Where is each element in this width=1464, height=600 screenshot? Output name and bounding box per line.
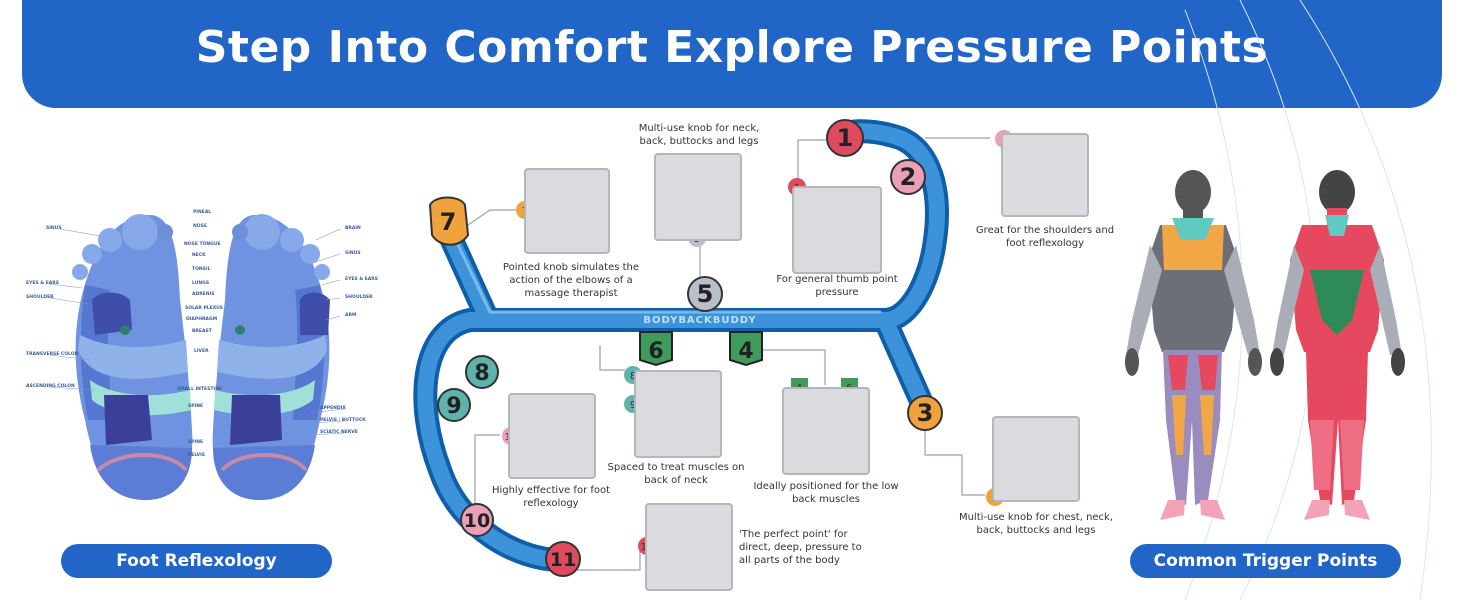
knob-number: 6	[648, 339, 663, 364]
knob-number: 2	[900, 163, 917, 191]
knob-number: 5	[697, 280, 714, 308]
knob-number: 9	[446, 394, 461, 419]
knob-number: 11	[550, 549, 576, 571]
foot-label: LIVER	[194, 349, 209, 354]
badge-number: 9	[630, 400, 636, 411]
foot-label: ARM	[345, 313, 357, 318]
knob-11-marker: 11	[545, 541, 581, 577]
foot-label: SPINE	[188, 440, 204, 445]
knob-9-marker: 9	[437, 388, 471, 422]
caption-knob-5: Multi-use knob for neck, back, buttocks …	[638, 123, 760, 147]
photo-knob-4-6	[782, 387, 870, 475]
knob-8-marker: 8	[465, 355, 499, 389]
foot-label: ASCENDING COLON	[26, 384, 75, 389]
photo-knob-10	[508, 393, 596, 479]
caption-knob-4-6: Ideally positioned for the low back musc…	[753, 481, 899, 505]
caption-knob-8-9: Spaced to treat muscles on back of neck	[607, 462, 745, 486]
foot-reflexology-illustration	[49, 214, 346, 500]
foot-label: DIAPHRAGM	[186, 317, 218, 322]
foot-label: SOLAR PLEXUS	[185, 306, 224, 311]
foot-label: NECK	[192, 253, 206, 258]
knob-7-marker: 7	[428, 196, 470, 246]
photo-knob-3	[992, 416, 1080, 502]
foot-label: SINUS	[46, 226, 62, 231]
knob-number: 1	[837, 124, 854, 152]
caption-knob-11: 'The perfect point' for direct, deep, pr…	[739, 529, 862, 566]
photo-knob-8-9	[634, 370, 722, 458]
header-banner: Step Into Comfort Explore Pressure Point…	[22, 0, 1442, 108]
knob-6-marker: 6	[639, 331, 673, 367]
foot-label: BREAST	[192, 329, 212, 334]
knob-number: 10	[464, 510, 490, 532]
knob-number: 7	[440, 208, 457, 236]
knob-number: 4	[738, 339, 753, 364]
back-buddy-tool	[413, 119, 949, 572]
knob-number: 3	[917, 399, 934, 427]
foot-label: TONSIL	[192, 267, 211, 272]
photo-knob-2	[1001, 133, 1089, 217]
knob-number: 8	[474, 361, 489, 386]
foot-label: APPENDIX	[320, 406, 346, 411]
page-title: Step Into Comfort Explore Pressure Point…	[195, 22, 1269, 73]
caption-knob-10: Highly effective for foot reflexology	[491, 485, 611, 509]
photo-knob-11	[645, 503, 733, 591]
foot-label: SCIATIC NERVE	[320, 430, 358, 435]
photo-knob-5	[654, 153, 742, 241]
caption-knob-2: Great for the shoulders and foot reflexo…	[975, 225, 1115, 249]
foot-label: ADRENIS	[192, 292, 215, 297]
foot-label: BRAIN	[345, 226, 361, 231]
foot-label: SPINE	[188, 404, 204, 409]
foot-label: PELVIS / BUTTOCK	[320, 418, 366, 423]
left-foot	[72, 214, 193, 500]
knob-5-marker: 5	[687, 276, 723, 312]
caption-knob-3: Multi-use knob for chest, neck, back, bu…	[958, 512, 1114, 536]
badge-number: 8	[630, 371, 636, 382]
back-muscle-figure	[1270, 170, 1405, 520]
foot-label: NOSE TONGUE	[184, 242, 221, 247]
caption-knob-7: Pointed knob simulates the action of the…	[502, 262, 640, 299]
foot-label: PINEAL	[193, 210, 212, 215]
knob-markers: 1 2 3 4 5 6 7 8 9 10 11	[428, 119, 943, 577]
caption-knob-1: For general thumb point pressure	[776, 274, 898, 298]
foot-label: SINUS	[345, 251, 361, 256]
common-trigger-points-label: Common Trigger Points	[1130, 544, 1401, 578]
brand-wordmark: BODYBACKBUDDY	[643, 315, 756, 326]
right-foot	[212, 214, 330, 500]
foot-label: EYES & EARS	[345, 277, 378, 282]
foot-label: SHOULDER	[345, 295, 373, 300]
foot-label: PELVIS	[188, 453, 206, 458]
foot-label: SHOULDER	[26, 295, 54, 300]
foot-label: SMALL INTESTINE	[177, 387, 222, 392]
knob-1-marker: 1	[826, 119, 864, 157]
foot-label: LUNGS	[192, 281, 210, 286]
connector-lines	[467, 137, 990, 571]
knob-2-marker: 2	[890, 159, 926, 195]
knob-10-marker: 10	[460, 503, 494, 537]
foot-label: EYES & EARS	[26, 281, 59, 286]
foot-label: NOSE	[193, 224, 207, 229]
knob-4-marker: 4	[729, 331, 763, 367]
knob-3-marker: 3	[907, 395, 943, 431]
foot-label: TRANSVERSE COLON	[26, 352, 79, 357]
photo-knob-7	[524, 168, 610, 254]
foot-reflexology-label: Foot Reflexology	[61, 544, 332, 578]
photo-knob-1	[792, 186, 882, 274]
front-muscle-figure	[1125, 170, 1262, 520]
